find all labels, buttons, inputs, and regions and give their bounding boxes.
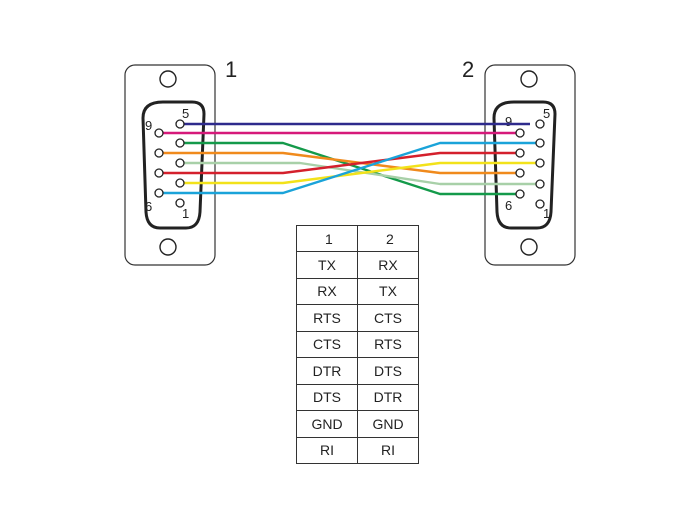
- table-header-cell: 1: [296, 225, 358, 252]
- connector-1-top-mounting-hole: [159, 70, 177, 88]
- connector-2-pin-5-label: 5: [543, 106, 550, 121]
- connector-1-pin-8: [154, 148, 164, 158]
- pin-mapping-table: 1 2 TX RX RX TX RTS CTS CTS RTS DTR DTS …: [296, 225, 419, 464]
- connector-1-pin-5: [175, 119, 185, 129]
- connector-1-pin-9: [154, 128, 164, 138]
- table-cell: RI: [357, 436, 419, 464]
- connector-1-pin-1-label: 1: [182, 206, 189, 221]
- connector-2-pin-1-label: 1: [543, 206, 550, 221]
- connector-2: 2 9 5 6 1: [462, 57, 576, 266]
- connector-2-label: 2: [462, 57, 474, 82]
- table-header-cell: 2: [357, 225, 419, 252]
- connector-2-pin-8: [515, 148, 525, 158]
- table-cell: RTS: [357, 330, 419, 358]
- table-row: RTS CTS: [296, 304, 419, 332]
- table-cell: RX: [357, 251, 419, 279]
- connector-1-pin-9-label: 9: [145, 118, 152, 133]
- table-cell: GND: [296, 410, 358, 438]
- connector-1-pins: [154, 119, 185, 208]
- table-row: TX RX: [296, 251, 419, 279]
- connector-2-top-mounting-hole: [520, 70, 538, 88]
- wire-3: [180, 141, 520, 196]
- table-row: DTR DTS: [296, 357, 419, 385]
- connector-2-plate: [484, 64, 576, 266]
- connector-2-pin-9: [515, 128, 525, 138]
- table-cell: TX: [357, 277, 419, 305]
- table-cell: RI: [296, 436, 358, 464]
- table-cell: RX: [296, 277, 358, 305]
- connector-2-pin-6: [515, 189, 525, 199]
- table-cell: GND: [357, 410, 419, 438]
- wire-8: [159, 141, 540, 195]
- table-row: GND GND: [296, 410, 419, 438]
- wire-7: [180, 161, 540, 185]
- connector-1-pin-6: [154, 188, 164, 198]
- connector-2-pin-9-label: 9: [505, 114, 512, 129]
- connector-1-pin-1: [175, 198, 185, 208]
- wire-5: [180, 161, 540, 186]
- connector-2-pin-2: [535, 179, 545, 189]
- table-row: DTS DTR: [296, 383, 419, 411]
- connector-1-pin-2: [175, 178, 185, 188]
- connector-1-label: 1: [225, 57, 237, 82]
- table-row: RX TX: [296, 277, 419, 305]
- table-cell: DTS: [296, 383, 358, 411]
- table-row: RI RI: [296, 436, 419, 464]
- table-cell: TX: [296, 251, 358, 279]
- table-header-row: 1 2: [296, 225, 419, 252]
- connector-1-shell: [141, 100, 206, 230]
- connector-1-pin-4: [175, 138, 185, 148]
- table-cell: DTR: [357, 383, 419, 411]
- table-cell: RTS: [296, 304, 358, 332]
- connector-1-bottom-mounting-hole: [159, 238, 177, 256]
- connector-2-pin-1: [535, 199, 545, 209]
- wire-bundle: [159, 122, 540, 196]
- connector-2-bottom-mounting-hole: [520, 238, 538, 256]
- table-cell: CTS: [296, 330, 358, 358]
- connector-2-pin-5: [535, 119, 545, 129]
- table-cell: DTR: [296, 357, 358, 385]
- table-row: CTS RTS: [296, 330, 419, 358]
- connector-1-pin-3: [175, 158, 185, 168]
- connector-1-pin-6-label: 6: [145, 199, 152, 214]
- connector-2-pin-4: [535, 138, 545, 148]
- connector-2-pin-7: [515, 168, 525, 178]
- connector-2-pins: [515, 119, 545, 209]
- connector-1: 1 9 5 6 1: [124, 57, 237, 266]
- table-cell: CTS: [357, 304, 419, 332]
- table-cell: DTS: [357, 357, 419, 385]
- connector-1-pin-7: [154, 168, 164, 178]
- connector-2-pin-6-label: 6: [505, 198, 512, 213]
- connector-2-pin-3: [535, 158, 545, 168]
- connector-1-pin-5-label: 5: [182, 106, 189, 121]
- connector-2-shell: [492, 100, 557, 230]
- wire-6: [159, 151, 520, 175]
